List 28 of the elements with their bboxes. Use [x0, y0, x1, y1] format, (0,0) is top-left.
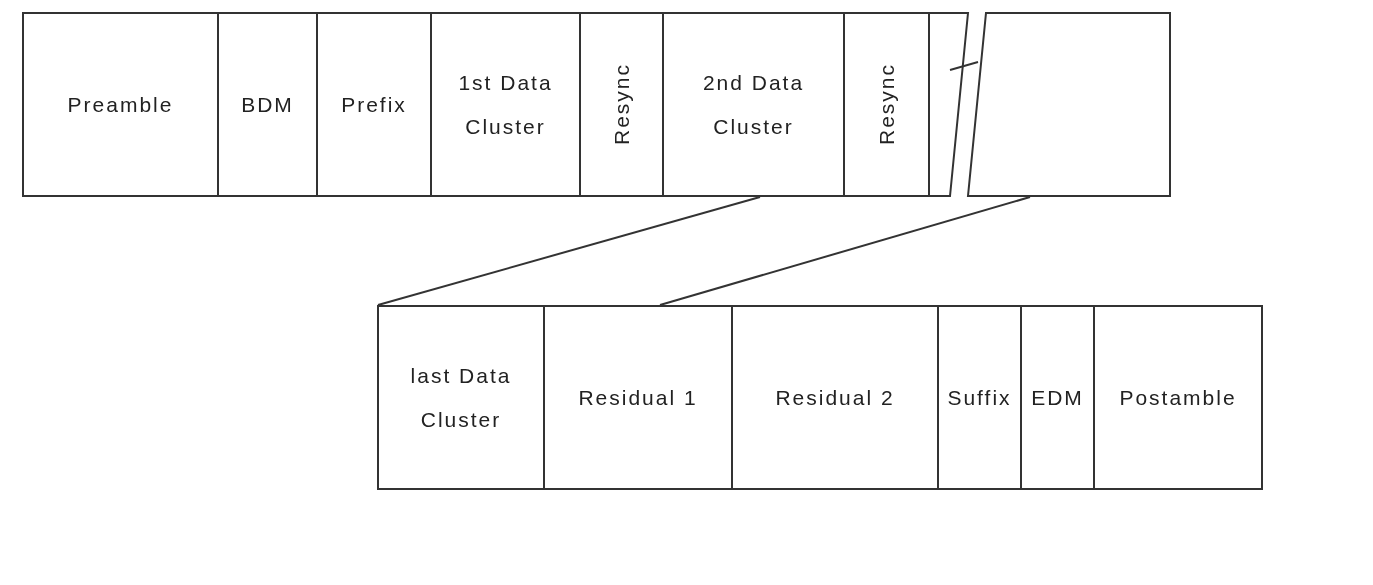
- frame-field: [22, 12, 219, 197]
- frame-field: [937, 305, 1022, 490]
- field-label: last Data Cluster: [409, 362, 513, 433]
- frame-field: [543, 305, 733, 490]
- field-label: 2nd Data Cluster: [701, 69, 806, 140]
- field-label: Resync: [874, 63, 899, 146]
- frame-field: [1093, 305, 1263, 490]
- frame-field: [430, 12, 581, 197]
- frame-field: [579, 12, 664, 197]
- field-label: Suffix: [947, 384, 1012, 411]
- field-label: Residual 1: [578, 384, 698, 411]
- frame-field: [662, 12, 845, 197]
- field-label: BDM: [241, 91, 294, 118]
- frame-field: [731, 305, 939, 490]
- field-label: Resync: [609, 63, 634, 146]
- expansion-line: [659, 196, 1031, 306]
- frame-field: [217, 12, 318, 197]
- field-label: Prefix: [341, 91, 407, 118]
- empty-field: [928, 12, 969, 197]
- field-label: Preamble: [67, 91, 174, 118]
- field-label: Postamble: [1119, 384, 1237, 411]
- frame-field: [1020, 305, 1095, 490]
- frame-field: [316, 12, 432, 197]
- frame-field: [377, 305, 545, 490]
- field-label: 1st Data Cluster: [457, 69, 554, 140]
- field-label: EDM: [1031, 384, 1084, 411]
- expansion-line: [377, 196, 761, 306]
- field-label: Residual 2: [775, 384, 895, 411]
